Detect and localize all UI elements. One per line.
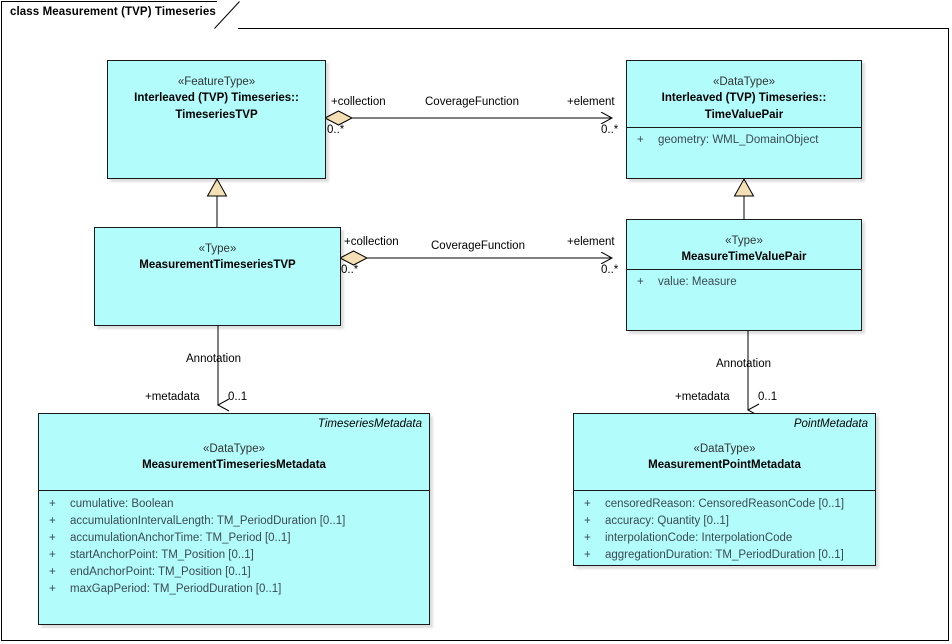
attribute-text: aggregationDuration: TM_PeriodDuration […: [605, 549, 844, 561]
class-name-measurement-point-metadata: MeasurementPointMetadata: [648, 459, 801, 471]
diagram-title: class Measurement (TVP) Timeseries: [10, 6, 216, 18]
class-timeseries-tvp[interactable]: «FeatureType» Interleaved (TVP) Timeseri…: [107, 60, 326, 179]
attribute-visibility: +: [49, 583, 56, 595]
attribute-text: geometry: WML_DomainObject: [658, 134, 819, 146]
attribute-text: value: Measure: [658, 276, 737, 288]
class-measurement-point-metadata[interactable]: PointMetadata «DataType» MeasurementPoin…: [573, 413, 876, 566]
class-header-measure-time-value-pair: «Type» MeasureTimeValuePair: [627, 220, 861, 266]
class-header-measurement-timeseries-metadata: TimeseriesMetadata «DataType» Measuremen…: [39, 414, 429, 474]
diagram-title-tab-top-edge: [1, 1, 217, 2]
attribute-text: maxGapPeriod: TM_PeriodDuration [0..1]: [70, 583, 282, 595]
attribute-text: accumulationAnchorTime: TM_Period [0..1]: [70, 532, 291, 544]
stereotype-measurement-timeseries-tvp: «Type»: [198, 243, 237, 255]
class-name-time-value-pair-line1: Interleaved (TVP) Timeseries::: [661, 92, 827, 104]
attributes-time-value-pair: + geometry: WML_DomainObject: [627, 134, 861, 151]
attribute-row: + accumulationIntervalLength: TM_PeriodD…: [39, 515, 429, 532]
coverage-top-name: CoverageFunction: [425, 96, 519, 108]
class-header-timeseries-tvp: «FeatureType» Interleaved (TVP) Timeseri…: [108, 61, 325, 124]
class-measurement-timeseries-metadata[interactable]: TimeseriesMetadata «DataType» Measuremen…: [38, 413, 430, 625]
attribute-text: accumulationIntervalLength: TM_PeriodDur…: [70, 515, 346, 527]
attribute-visibility: +: [584, 532, 591, 544]
diagram-frame-top-edge: [238, 28, 949, 29]
stereotype-measure-time-value-pair: «Type»: [725, 235, 763, 247]
attributes-measure-time-value-pair: + value: Measure: [627, 276, 861, 293]
attribute-row: + geometry: WML_DomainObject: [627, 134, 861, 151]
diagram-title-tab-diagonal: [214, 1, 240, 29]
attribute-text: endAnchorPoint: TM_Position [0..1]: [70, 566, 251, 578]
annotation-left-name: Annotation: [186, 353, 241, 365]
attribute-row: + aggregationDuration: TM_PeriodDuration…: [574, 549, 875, 566]
class-measure-time-value-pair[interactable]: «Type» MeasureTimeValuePair + value: Mea…: [626, 219, 862, 331]
compartment-divider-time-value-pair: [627, 127, 861, 128]
attribute-row: + value: Measure: [627, 276, 861, 293]
coverage-top-source-mult: 0..*: [327, 124, 345, 136]
attribute-text: startAnchorPoint: TM_Position [0..1]: [70, 549, 254, 561]
coverage-top-target-role: +element: [567, 96, 615, 108]
class-name-timeseries-tvp-line2: TimeseriesTVP: [175, 109, 258, 121]
attribute-text: accuracy: Quantity [0..1]: [605, 515, 730, 527]
attribute-visibility: +: [49, 498, 56, 510]
class-header-measurement-point-metadata: PointMetadata «DataType» MeasurementPoin…: [574, 414, 875, 474]
attribute-row: + maxGapPeriod: TM_PeriodDuration [0..1]: [39, 583, 429, 600]
attribute-text: cumulative: Boolean: [70, 498, 174, 510]
stereotype-time-value-pair: «DataType»: [712, 76, 775, 88]
attribute-text: interpolationCode: InterpolationCode: [605, 532, 793, 544]
attribute-visibility: +: [49, 532, 56, 544]
class-name-measurement-timeseries-metadata: MeasurementTimeseriesMetadata: [142, 459, 326, 471]
class-qualifier-timeseries-metadata: TimeseriesMetadata: [317, 418, 422, 430]
attribute-visibility: +: [637, 276, 644, 288]
annotation-right-target-mult: 0..1: [758, 391, 778, 403]
compartment-divider-measurement-timeseries-metadata: [39, 490, 429, 491]
attributes-measurement-timeseries-metadata: + cumulative: Boolean + accumulationInte…: [39, 498, 429, 600]
annotation-right-name: Annotation: [716, 358, 771, 370]
coverage-bottom-name: CoverageFunction: [431, 240, 525, 252]
coverage-bottom-target-role: +element: [567, 236, 615, 248]
coverage-top-source-role: +collection: [331, 96, 386, 108]
class-name-time-value-pair-line2: TimeValuePair: [704, 109, 784, 121]
compartment-divider-measure-time-value-pair: [627, 269, 861, 270]
attribute-row: + accumulationAnchorTime: TM_Period [0..…: [39, 532, 429, 549]
stereotype-timeseries-tvp: «FeatureType»: [177, 76, 256, 88]
class-measurement-timeseries-tvp[interactable]: «Type» MeasurementTimeseriesTVP: [94, 227, 341, 326]
coverage-bottom-source-role: +collection: [344, 236, 399, 248]
coverage-bottom-source-mult: 0..*: [341, 264, 359, 276]
class-time-value-pair[interactable]: «DataType» Interleaved (TVP) Timeseries:…: [626, 60, 862, 179]
attribute-visibility: +: [637, 134, 644, 146]
attribute-row: + cumulative: Boolean: [39, 498, 429, 515]
stereotype-measurement-point-metadata: «DataType»: [693, 443, 756, 455]
coverage-bottom-target-mult: 0..*: [601, 264, 619, 276]
attribute-row: + endAnchorPoint: TM_Position [0..1]: [39, 566, 429, 583]
attribute-visibility: +: [49, 515, 56, 527]
attribute-row: + startAnchorPoint: TM_Position [0..1]: [39, 549, 429, 566]
attribute-visibility: +: [49, 549, 56, 561]
class-header-measurement-timeseries-tvp: «Type» MeasurementTimeseriesTVP: [95, 228, 340, 274]
attribute-row: + interpolationCode: InterpolationCode: [574, 532, 875, 549]
stereotype-measurement-timeseries-metadata: «DataType»: [202, 443, 265, 455]
attribute-visibility: +: [49, 566, 56, 578]
attribute-row: + censoredReason: CensoredReasonCode [0.…: [574, 498, 875, 515]
class-name-measure-time-value-pair: MeasureTimeValuePair: [681, 251, 807, 263]
compartment-divider-measurement-point-metadata: [574, 490, 875, 491]
attribute-row: + accuracy: Quantity [0..1]: [574, 515, 875, 532]
attributes-measurement-point-metadata: + censoredReason: CensoredReasonCode [0.…: [574, 498, 875, 566]
attribute-visibility: +: [584, 498, 591, 510]
attribute-visibility: +: [584, 549, 591, 561]
annotation-right-target-role: +metadata: [675, 391, 730, 403]
class-header-time-value-pair: «DataType» Interleaved (TVP) Timeseries:…: [627, 61, 861, 124]
class-name-timeseries-tvp-line1: Interleaved (TVP) Timeseries::: [134, 92, 299, 104]
coverage-top-target-mult: 0..*: [601, 124, 619, 136]
class-name-measurement-timeseries-tvp: MeasurementTimeseriesTVP: [139, 259, 296, 271]
attribute-visibility: +: [584, 515, 591, 527]
diagram-frame: [1, 28, 949, 641]
attribute-text: censoredReason: CensoredReasonCode [0..1…: [605, 498, 845, 510]
annotation-left-target-mult: 0..1: [228, 391, 248, 403]
class-qualifier-point-metadata: PointMetadata: [793, 418, 868, 430]
annotation-left-target-role: +metadata: [145, 391, 200, 403]
